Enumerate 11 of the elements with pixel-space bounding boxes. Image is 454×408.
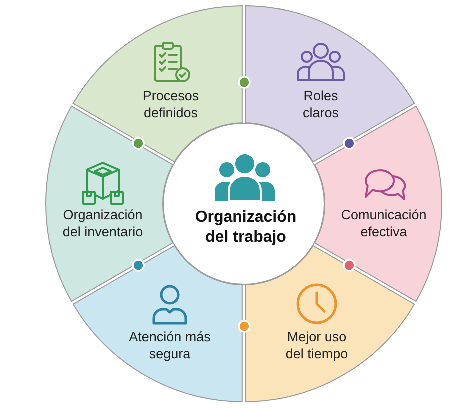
center-label: Organización del trabajo [194, 208, 298, 248]
segment-label: Mejor uso del tiempo [284, 330, 350, 362]
segment-label: Roles claros [302, 88, 340, 122]
wheel-segment [244, 244, 416, 403]
segment-label: Organización del inventario [62, 208, 144, 240]
segment-label: Comunicación efectiva [340, 208, 428, 240]
segment-label: Procesos definidos [142, 88, 200, 122]
wheel-segment [244, 5, 416, 164]
wheel-segment [72, 244, 244, 403]
wheel-segment [72, 5, 244, 164]
segment-label: Atención más segura [128, 330, 212, 362]
